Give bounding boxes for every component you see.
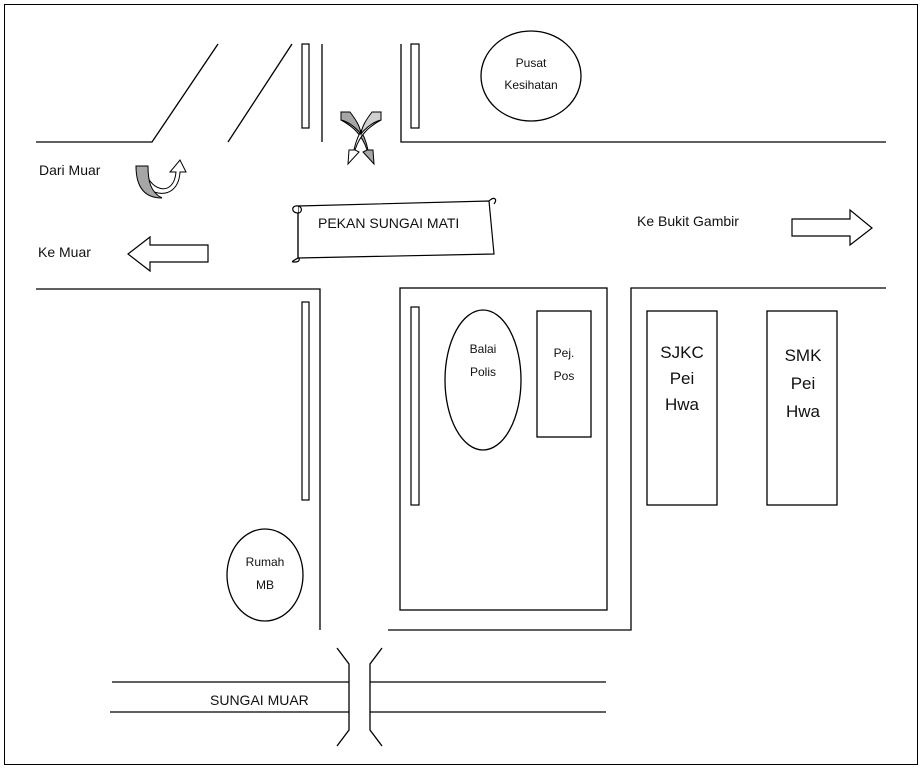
- map-frame: [4, 4, 918, 765]
- pekan-banner: [291, 197, 497, 263]
- divider-left: [301, 301, 310, 501]
- pusat-kesihatan-label-2: Kesihatan: [504, 78, 557, 92]
- rumah-mb-label-1: Rumah: [246, 555, 285, 569]
- ke-bukit-gambir-arrow: [791, 208, 873, 247]
- dari-muar-uturn-arrow: [135, 159, 187, 199]
- road-edge-bottom-right: [388, 287, 886, 631]
- road-edge-bottom-left: [36, 288, 321, 630]
- sungai-muar-label: SUNGAI MUAR: [210, 692, 309, 708]
- pej-pos-label-1: Pej.: [554, 346, 575, 360]
- dari-muar-label: Dari Muar: [39, 162, 101, 178]
- ke-muar-arrow: [127, 235, 209, 273]
- smk-label-1: SMK: [785, 346, 823, 365]
- rumah-mb-label-2: MB: [256, 578, 274, 592]
- divider-top-left: [301, 43, 310, 129]
- road-edge-top-right: [400, 44, 886, 143]
- balai-polis-building: [444, 309, 522, 451]
- road-edge-top-left: [36, 43, 219, 143]
- bridge-right: [369, 647, 383, 747]
- smk-label-3: Hwa: [786, 402, 821, 421]
- road-edge-top-mid: [227, 43, 293, 143]
- ke-muar-label: Ke Muar: [38, 244, 91, 260]
- smk-pei-hwa-building: [766, 310, 838, 506]
- divider-middle: [410, 306, 420, 506]
- block-balai-polis: [399, 287, 608, 611]
- pej-pos-label-2: Pos: [554, 369, 575, 383]
- bridge-left: [336, 647, 350, 747]
- pusat-kesihatan-building: [480, 30, 582, 122]
- smk-label-2: Pei: [791, 374, 816, 393]
- sjkc-label-3: Hwa: [665, 395, 700, 414]
- sjkc-pei-hwa-building: [646, 310, 718, 506]
- sjkc-label-1: SJKC: [660, 343, 703, 362]
- sjkc-label-2: Pei: [670, 369, 695, 388]
- balai-polis-label-1: Balai: [470, 342, 497, 356]
- pusat-kesihatan-label-1: Pusat: [516, 56, 547, 70]
- balai-polis-label-2: Polis: [470, 365, 496, 379]
- pejabat-pos-building: [536, 310, 592, 438]
- divider-top-right: [410, 43, 420, 129]
- pekan-label: PEKAN SUNGAI MATI: [318, 215, 459, 231]
- junction-turn-arrows: [340, 111, 382, 166]
- rumah-mb-building: [226, 528, 304, 622]
- ke-bukit-gambir-label: Ke Bukit Gambir: [637, 213, 739, 229]
